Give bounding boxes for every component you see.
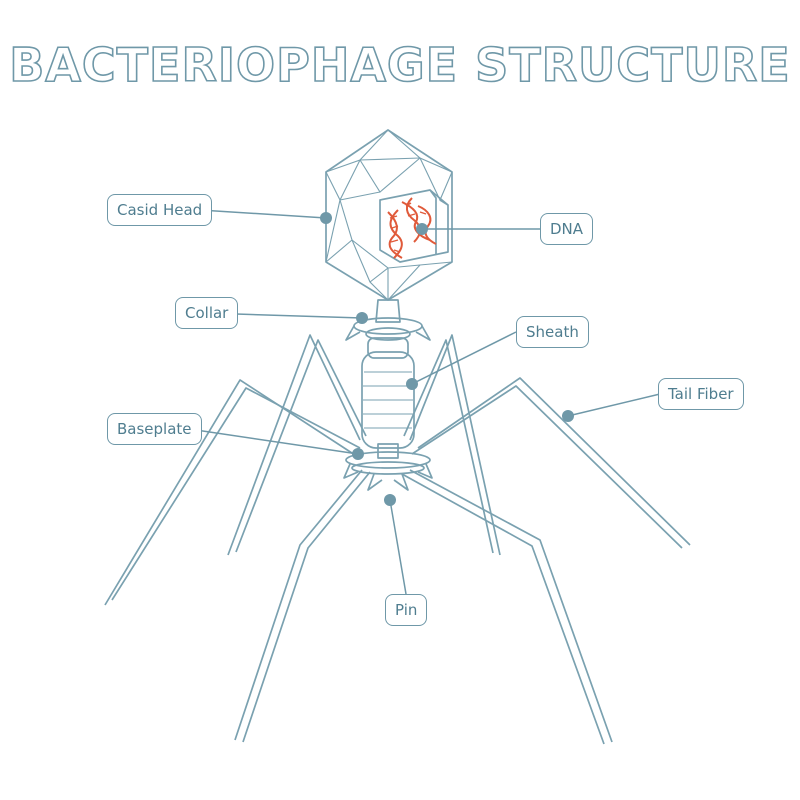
tail-fiber-right-outer-inner: [411, 385, 683, 549]
leader-lines: [195, 209, 661, 595]
label-sheath: Sheath: [516, 316, 589, 348]
label-dna: DNA: [540, 213, 594, 245]
tail-fiber-left-mid-inner: [235, 339, 367, 553]
baseplate: [343, 451, 433, 491]
sheath-marker: [406, 378, 418, 390]
dna-helix: [387, 197, 437, 259]
sheath: [361, 337, 415, 459]
label-baseplate: Baseplate: [107, 413, 202, 445]
tail-fiber-left-outer: [104, 379, 356, 606]
capsid-head: [325, 129, 453, 301]
tail-fiber-bottom-left: [234, 469, 363, 741]
tail-fiber-bottom-right-inner: [401, 473, 605, 745]
tail-fiber-left-mid: [227, 334, 361, 556]
tail-fiber-right-mid-inner: [403, 339, 494, 554]
collar-marker: [356, 312, 368, 324]
tail-fiber-marker: [562, 410, 574, 422]
tail-fiber-bottom-left-inner: [242, 471, 371, 743]
dna-marker: [416, 223, 428, 235]
label-pin: Pin: [385, 594, 428, 626]
tail-fiber-right-mid: [409, 334, 501, 556]
diagram-title: BACTERIOPHAGE STRUCTURE: [8, 37, 791, 93]
tail-fibers: [104, 334, 691, 745]
baseplate-marker: [352, 448, 364, 460]
label-collar: Collar: [175, 297, 239, 329]
tail-fiber-left-outer-inner: [111, 387, 361, 601]
label-tail-fiber: Tail Fiber: [658, 378, 744, 410]
pin-marker: [384, 494, 396, 506]
tail-fiber-bottom-right: [409, 469, 613, 743]
capsid-head-marker: [320, 212, 332, 224]
tail-fiber-right-outer: [417, 377, 691, 546]
collar: [345, 299, 431, 341]
label-capsid-head: Casid Head: [107, 194, 213, 226]
